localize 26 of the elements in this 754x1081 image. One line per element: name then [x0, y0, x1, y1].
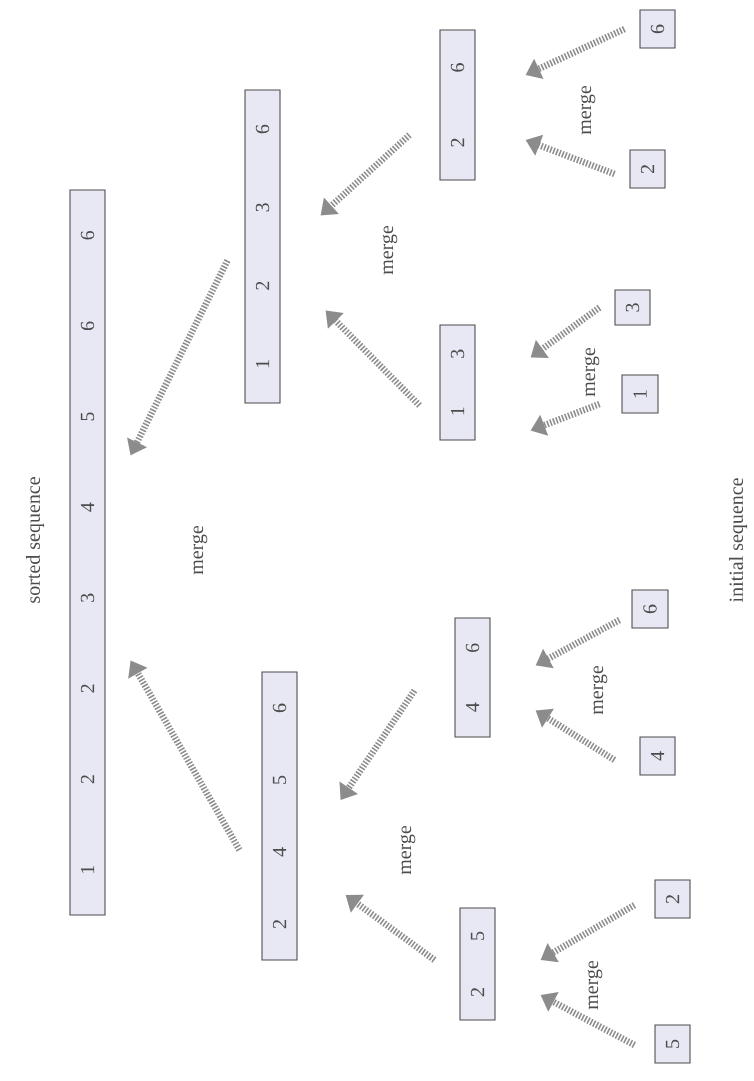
arrow — [339, 688, 418, 800]
text-label: merge — [400, 825, 416, 875]
text-label: merge — [192, 525, 208, 575]
number-box: 6 — [631, 589, 669, 629]
number-box: 2 6 — [439, 29, 476, 181]
number-box: 2 — [654, 879, 691, 919]
number-box: 5 — [654, 1024, 691, 1064]
number-box: 1 2 3 6 — [244, 89, 281, 404]
number-box: 3 — [614, 289, 651, 326]
text-label: merge — [592, 665, 608, 715]
text-label: merge — [587, 960, 603, 1010]
arrow — [325, 310, 422, 408]
number-box: 1 3 — [439, 324, 476, 441]
number-box: 4 6 — [454, 617, 491, 738]
number-box: 1 2 2 3 4 5 6 6 — [69, 189, 106, 916]
text-label: initial sequence — [728, 478, 748, 603]
node-label: sorted sequence — [25, 477, 45, 603]
number-box: 1 — [621, 374, 659, 414]
number-box: 2 4 5 6 — [261, 671, 298, 961]
number-box: 6 — [639, 9, 676, 49]
number-box: 2 — [629, 149, 666, 189]
number-box: 2 5 — [459, 907, 496, 1021]
number-box: 4 — [639, 736, 676, 776]
text-label: merge — [584, 347, 600, 397]
text-label: merge — [580, 85, 596, 135]
text-label: merge — [382, 225, 398, 275]
